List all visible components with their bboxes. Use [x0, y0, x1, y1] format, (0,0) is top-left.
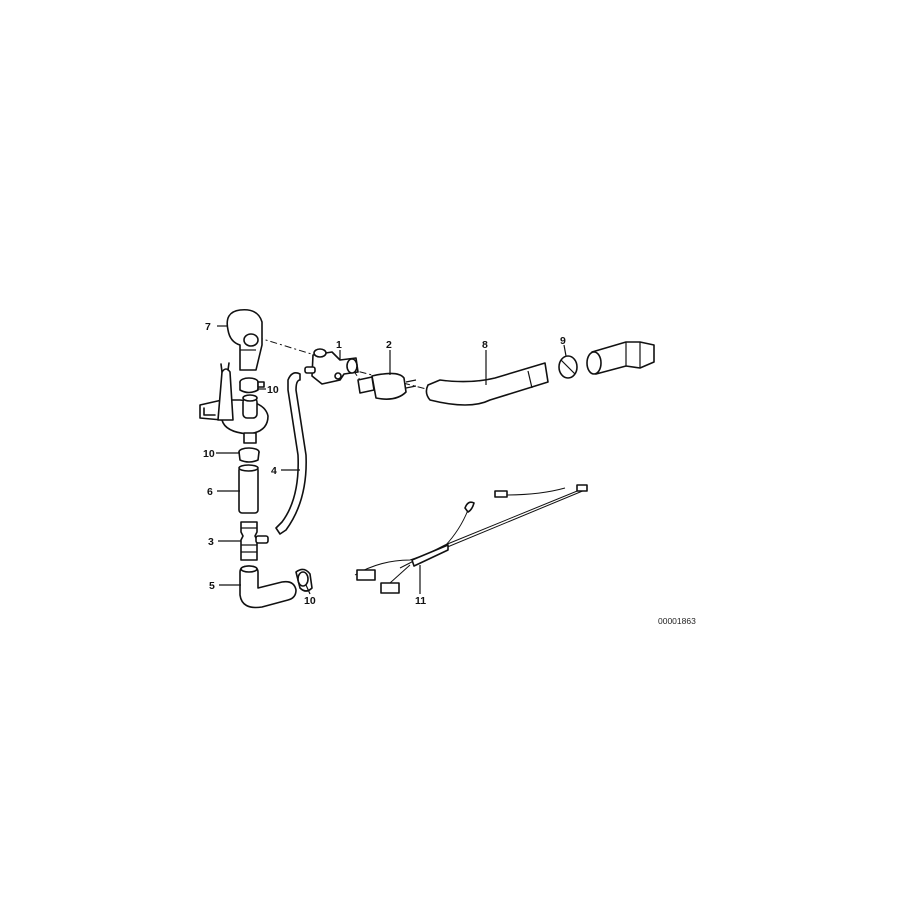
part-pipe-bracket: [586, 341, 655, 375]
part-7-elbow-hose: [226, 308, 263, 371]
callout-2: 2: [386, 339, 392, 351]
part-11-wiring-harness: [354, 484, 588, 594]
diagram-reference-number: 00001863: [658, 616, 696, 626]
leader-lines: [216, 325, 567, 595]
part-3-t-connector: [240, 521, 269, 561]
callout-4: 4: [271, 465, 277, 477]
part-2-temperature-switch: [357, 372, 417, 400]
callout-11: 11: [415, 595, 426, 607]
callout-6: 6: [207, 486, 213, 498]
part-6-hose: [238, 464, 259, 514]
assembly-line: [255, 336, 431, 391]
callout-1: 1: [336, 339, 342, 351]
part-4-vacuum-hose: [275, 372, 307, 535]
callout-8: 8: [482, 339, 488, 351]
part-9-hose-clamp: [558, 355, 578, 379]
part-5-elbow-hose: [239, 565, 297, 609]
part-10-hose-clamp: [239, 377, 265, 394]
callout-5: 5: [209, 580, 215, 592]
callout-10: 10: [304, 595, 316, 607]
callout-9: 9: [560, 335, 566, 347]
part-valve-housing: [199, 362, 269, 444]
callout-7: 7: [205, 321, 211, 333]
part-10-hose-clamp: [295, 568, 313, 592]
part-8-hose: [425, 362, 549, 406]
callout-3: 3: [208, 536, 214, 548]
part-1-t-piece: [304, 348, 359, 385]
callout-10: 10: [267, 384, 279, 396]
part-10-hose-clamp: [238, 447, 260, 463]
callout-10: 10: [203, 448, 215, 460]
